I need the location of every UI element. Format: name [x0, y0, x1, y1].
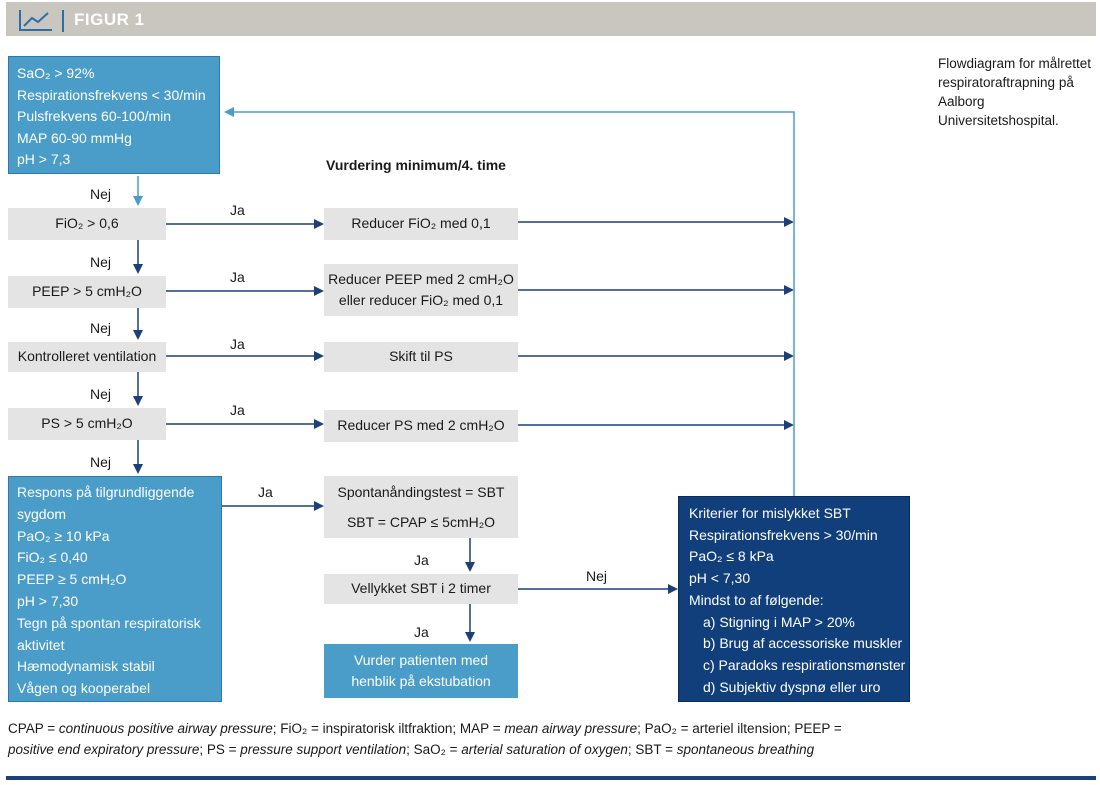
criteria-line: Pulsfrekvens 60-100/min	[17, 108, 172, 124]
label-no: Nej	[90, 320, 112, 336]
readiness-line: Vågen og kooperabel	[17, 680, 151, 697]
label-no: Nej	[586, 568, 608, 584]
figure-title: FIGUR 1	[74, 10, 145, 29]
condition-label: FiO₂ > 0,6	[55, 215, 119, 232]
condition-ps: PS > 5 cmH₂O	[8, 408, 166, 440]
readiness-line: FiO₂ ≤ 0,40	[17, 549, 88, 566]
readiness-line: pH > 7,30	[17, 592, 79, 609]
action-reduce-fio2: Reducer FiO₂ med 0,1	[324, 208, 518, 240]
action-label: Reducer PS med 2 cmH₂O	[337, 417, 505, 434]
label-no: Nej	[90, 386, 112, 402]
label-yes: Ja	[258, 484, 273, 500]
failure-item: c) Paradoks respirationsmønster	[703, 656, 906, 673]
criteria-line: pH > 7,3	[17, 151, 71, 167]
extubation-line: henblik på ekstubation	[351, 673, 491, 689]
label-yes: Ja	[230, 269, 245, 285]
condition-label: PS > 5 cmH₂O	[41, 415, 133, 432]
footnote-line-1: CPAP = continuous positive airway pressu…	[8, 718, 1098, 739]
header-divider	[62, 10, 64, 32]
label-yes: Ja	[230, 402, 245, 418]
action-label: Reducer PEEP med 2 cmH₂O	[328, 271, 514, 287]
label-no: Nej	[90, 186, 112, 202]
label-no: Nej	[90, 454, 112, 470]
sbt-definition-box: Spontanåndingstest = SBT SBT = CPAP ≤ 5c…	[324, 476, 518, 538]
extubation-box: Vurder patienten med henblik på ekstubat…	[324, 644, 518, 698]
stability-criteria-box: SaO₂ > 92% Respirationsfrekvens < 30/min…	[8, 56, 220, 174]
failure-line: Respirationsfrekvens > 30/min	[689, 526, 878, 543]
label-yes: Ja	[414, 552, 429, 568]
bottom-rule	[6, 776, 1096, 780]
condition-label: Kontrolleret ventilation	[17, 348, 157, 365]
label-yes: Ja	[230, 202, 245, 218]
readiness-line: aktivitet	[17, 636, 65, 653]
figure-caption: Flowdiagram for målrettet respiratoraftr…	[938, 56, 1092, 128]
footnote-segment: ; PS =	[199, 742, 241, 757]
failure-line: pH < 7,30	[689, 570, 751, 587]
footnote-line-2: positive end expiratory pressure; PS = p…	[8, 739, 1098, 760]
failure-line: PaO₂ ≤ 8 kPa	[689, 548, 774, 565]
action-reduce-peep: Reducer PEEP med 2 cmH₂O eller reducer F…	[324, 264, 518, 316]
condition-peep: PEEP > 5 cmH₂O	[8, 276, 166, 308]
readiness-line: Tegn på spontan respiratorisk	[17, 614, 201, 631]
failure-line: Mindst to af følgende:	[689, 591, 824, 608]
sbt-line: SBT = CPAP ≤ 5cmH₂O	[346, 514, 496, 530]
footnote-segment: ; PaO₂ = arteriel iltension; PEEP =	[637, 721, 842, 736]
abbreviations-footnote: CPAP = continuous positive airway pressu…	[8, 718, 1098, 760]
action-label: Reducer FiO₂ med 0,1	[351, 215, 491, 232]
footnote-segment: continuous positive airway pressure	[58, 721, 273, 736]
extubation-line: Vurder patienten med	[353, 651, 489, 668]
label-yes: Ja	[230, 336, 245, 352]
sbt-line: Spontanåndingstest = SBT	[337, 484, 505, 500]
label-yes: Ja	[414, 624, 429, 640]
criteria-line: SaO₂ > 92%	[17, 65, 95, 81]
readiness-line: Hæmodynamisk stabil	[17, 658, 155, 675]
readiness-line: PEEP ≥ 5 cmH₂O	[17, 571, 127, 588]
readiness-line: sygdom	[17, 505, 67, 522]
failure-item: a) Stigning i MAP > 20%	[703, 613, 855, 630]
figure-header: FIGUR 1	[6, 2, 1096, 36]
sbt-failure-criteria-box: Kriterier for mislykket SBT Respirations…	[678, 496, 910, 702]
footnote-segment: CPAP =	[8, 721, 59, 736]
footnote-segment: mean airway pressure	[504, 721, 638, 736]
sbt-success-box: Vellykket SBT i 2 timer	[324, 574, 518, 604]
condition-controlled-ventilation: Kontrolleret ventilation	[8, 342, 166, 372]
action-label: eller reducer FiO₂ med 0,1	[338, 292, 504, 308]
criteria-line: Respirationsfrekvens < 30/min	[17, 86, 206, 103]
failure-line: Kriterier for mislykket SBT	[689, 505, 851, 521]
action-label: Skift til PS	[389, 348, 453, 365]
weaning-readiness-box: Respons på tilgrundliggende sygdom PaO₂ …	[8, 476, 222, 702]
assessment-interval-heading: Vurdering minimum/4. time	[326, 157, 506, 173]
line-chart-icon	[19, 10, 52, 31]
condition-label: PEEP > 5 cmH₂O	[32, 283, 142, 300]
failure-item: d) Subjektiv dyspnø eller uro	[703, 678, 881, 695]
action-switch-to-ps: Skift til PS	[324, 342, 518, 372]
condition-fio2: FiO₂ > 0,6	[8, 208, 166, 240]
action-reduce-ps: Reducer PS med 2 cmH₂O	[324, 410, 518, 442]
sbt-success-label: Vellykket SBT i 2 timer	[351, 580, 491, 597]
readiness-line: PaO₂ ≥ 10 kPa	[17, 527, 110, 544]
footnote-segment: ; SBT =	[627, 742, 677, 757]
footnote-segment: spontaneous breathing	[676, 742, 815, 757]
failure-item: b) Brug af accessoriske muskler	[703, 635, 903, 652]
footnote-segment: arterial saturation of oxygen	[461, 742, 628, 757]
footnote-segment: pressure support ventilation	[240, 742, 407, 757]
criteria-line: MAP 60-90 mmHg	[17, 129, 132, 146]
footnote-segment: positive end expiratory pressure	[8, 742, 200, 757]
footnote-segment: ; FiO₂ = inspiratorisk iltfraktion; MAP …	[272, 721, 505, 736]
readiness-line: Respons på tilgrundliggende	[17, 484, 195, 500]
label-no: Nej	[90, 254, 112, 270]
footnote-segment: ; SaO₂ =	[406, 742, 462, 757]
